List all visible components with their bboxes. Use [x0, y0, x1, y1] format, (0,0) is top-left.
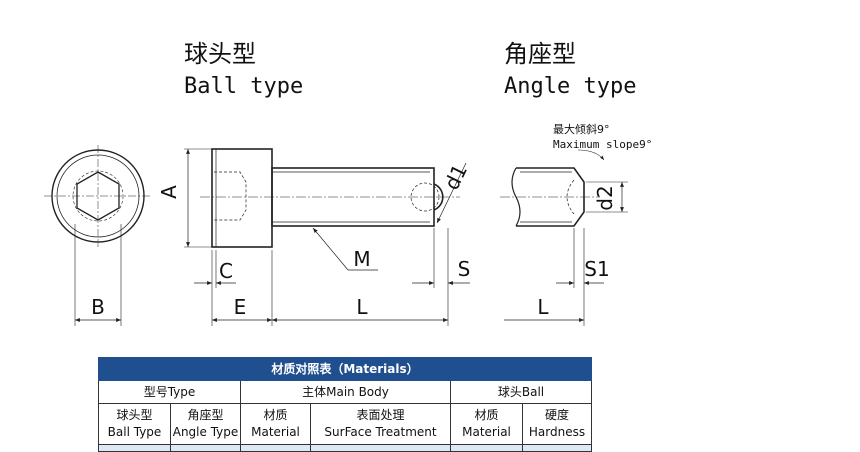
dim-l-label: L — [356, 295, 368, 319]
table-row — [240, 444, 311, 452]
slope-note-cn: 最大倾斜9° — [553, 122, 610, 136]
dim-s1-label: S1 — [584, 257, 609, 281]
materials-table-title: 材质对照表（Materials） — [98, 357, 592, 381]
end-view — [44, 145, 152, 326]
angle-type-heading-cn: 角座型 — [504, 40, 576, 68]
angle-type-side-view — [500, 149, 628, 326]
table-row — [310, 444, 451, 452]
table-row — [450, 444, 523, 452]
table-row — [522, 444, 592, 452]
ball-type-side-view — [184, 148, 470, 326]
dim-m-label: M — [353, 247, 370, 271]
group-ball: 球头Ball — [450, 380, 592, 404]
technical-drawing: 球头型 Ball type 角座型 Angle type B — [44, 40, 652, 326]
dim-d2-label: d2 — [593, 185, 617, 210]
table-row — [98, 444, 171, 452]
materials-table: 材质对照表（Materials） 型号Type 主体Main Body 球头Ba… — [98, 357, 592, 452]
group-main-body: 主体Main Body — [240, 380, 451, 404]
table-row — [170, 444, 241, 452]
ball-type-heading-cn: 球头型 — [184, 40, 256, 68]
dim-e-label: E — [234, 295, 247, 319]
angle-type-heading-en: Angle type — [504, 74, 636, 99]
dim-c-label: C — [219, 259, 233, 283]
ball-type-heading-en: Ball type — [184, 74, 303, 99]
group-type: 型号Type — [98, 380, 241, 404]
dim-a-label: A — [157, 185, 181, 199]
dim-l-angle-label: L — [537, 295, 549, 319]
dim-b-label: B — [91, 295, 105, 319]
dim-s-label: S — [458, 257, 471, 281]
slope-note-en: Maximum slope9° — [553, 138, 652, 151]
dim-d1-label: d1 — [439, 160, 472, 193]
